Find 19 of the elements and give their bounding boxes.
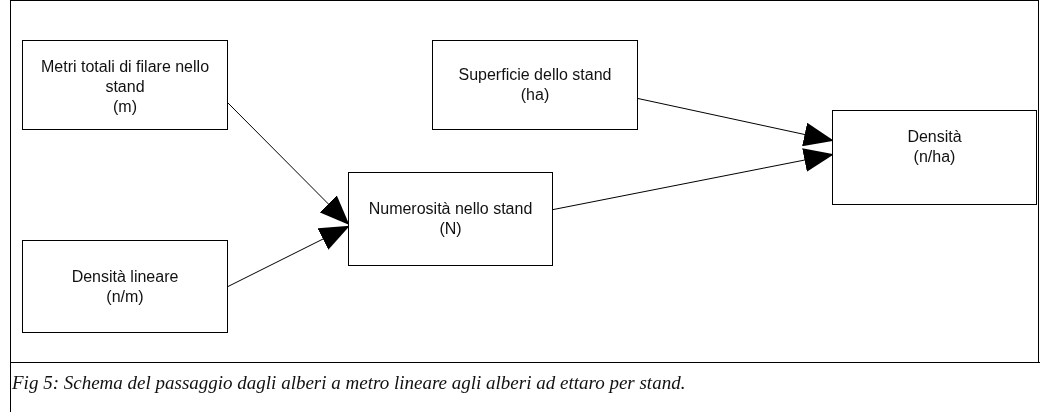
box-text: (n/ha) (913, 147, 956, 167)
arrow (637, 98, 834, 147)
box-text: Densità (907, 127, 962, 147)
process-box (22, 240, 228, 333)
box-text: Superficie dello stand (ha) (457, 65, 613, 105)
process-box (348, 172, 553, 266)
figure-caption: Fig 5: Schema del passaggio dagli alberi a metro lineare agli alberi ad ettaro per stand. (12, 372, 686, 394)
process-box (432, 40, 638, 130)
box-text: Densità lineare (71, 266, 179, 287)
arrow (227, 225, 350, 287)
box-text: (m) (113, 97, 137, 117)
box-text: Numerosità nello stand (368, 199, 533, 219)
arrow (552, 148, 834, 211)
box-text: (N) (439, 219, 462, 239)
arrow (227, 102, 350, 226)
box-text: Metri totali di filare nello stand (39, 57, 211, 97)
box-text: (n/m) (106, 286, 144, 307)
process-box (832, 110, 1037, 205)
process-box (22, 40, 228, 130)
